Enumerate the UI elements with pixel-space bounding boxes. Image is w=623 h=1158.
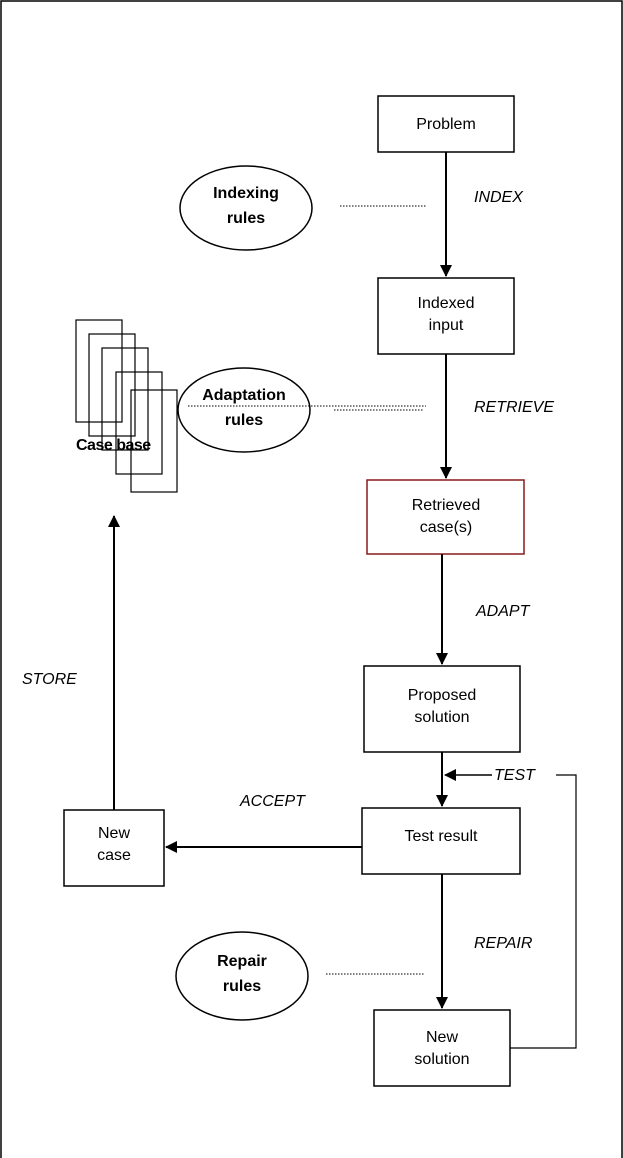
- box-indexed-input-line-2: input: [429, 317, 464, 334]
- box-new-case-line-2: case: [97, 847, 131, 864]
- box-new-case: New case: [63, 809, 165, 887]
- label-accept: ACCEPT: [239, 793, 306, 810]
- box-test-result: Test result: [361, 807, 521, 875]
- box-proposed-solution: Proposed solution: [363, 665, 521, 753]
- box-retrieved-cases: Retrieved case(s): [366, 479, 525, 555]
- box-retrieved-cases-line-1: Retrieved: [412, 497, 480, 514]
- indexing-rules-line-2: rules: [227, 210, 265, 227]
- repair-rules-line-2: rules: [223, 978, 261, 995]
- box-new-solution-line-2: solution: [414, 1051, 469, 1068]
- ellipse-adaptation-rules: Adaptation rules: [177, 367, 311, 453]
- ellipse-repair-rules: Repair rules: [175, 931, 309, 1021]
- box-proposed-solution-line-2: solution: [414, 709, 469, 726]
- box-test-result-line-1: Test result: [405, 828, 478, 845]
- box-new-solution-line-1: New: [426, 1029, 458, 1046]
- box-new-solution: New solution: [373, 1009, 511, 1087]
- box-proposed-solution-line-1: Proposed: [408, 687, 477, 704]
- box-indexed-input: Indexed input: [377, 277, 515, 355]
- indexing-rules-line-1: Indexing: [213, 185, 279, 202]
- box-retrieved-cases-line-2: case(s): [420, 519, 472, 536]
- label-retrieve: RETRIEVE: [474, 399, 554, 416]
- adaptation-rules-line-1: Adaptation: [202, 387, 286, 404]
- repair-rules-line-1: Repair: [217, 953, 267, 970]
- label-store: STORE: [22, 671, 77, 688]
- box-problem: Problem: [377, 95, 515, 153]
- label-adapt: ADAPT: [475, 603, 531, 620]
- box-new-case-line-1: New: [98, 825, 130, 842]
- adaptation-rules-line-2: rules: [225, 412, 263, 429]
- case-base-label: Case base: [76, 437, 151, 454]
- test-loop-line: [510, 774, 577, 1049]
- label-repair: REPAIR: [474, 935, 533, 952]
- ellipse-indexing-rules: Indexing rules: [179, 165, 313, 251]
- box-problem-line-1: Problem: [416, 116, 476, 133]
- case-base-stack: Case base: [75, 319, 178, 493]
- label-index: INDEX: [474, 189, 524, 206]
- label-test: TEST: [494, 767, 536, 784]
- box-indexed-input-line-1: Indexed: [418, 295, 475, 312]
